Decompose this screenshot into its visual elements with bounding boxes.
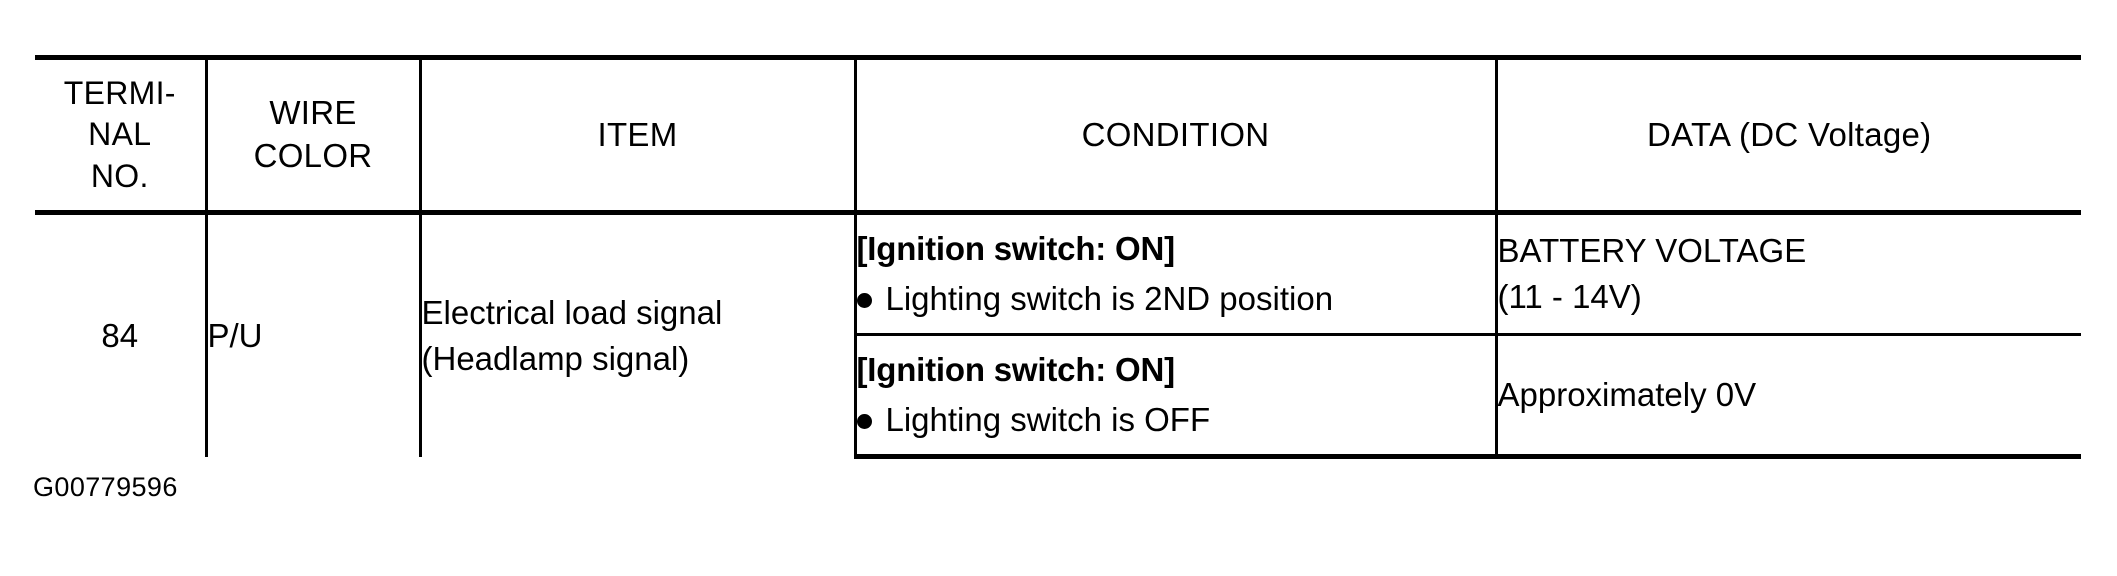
cell-data-1-line-1: BATTERY VOLTAGE <box>1497 232 1807 270</box>
condition-2-title: [Ignition switch: ON] <box>856 350 1176 388</box>
bullet-dot-icon <box>856 413 872 429</box>
column-header-terminal-no-line-1: TERMI- <box>63 74 176 111</box>
column-header-terminal-no-line-2: NAL <box>88 116 152 153</box>
table-row: [Ignition switch: ON] Lighting switch is… <box>35 334 2081 459</box>
column-header-data-label: DATA (DC Voltage) <box>1647 115 1932 153</box>
cell-item-line-1: Electrical load signal <box>421 293 723 331</box>
column-header-item: ITEM <box>418 55 855 215</box>
cell-wire-color: P/U <box>204 212 420 457</box>
cell-item-line-2: (Headlamp signal) <box>421 339 690 377</box>
cell-data-1-line-2: (11 - 14V) <box>1497 278 1642 315</box>
cell-condition-1: [Ignition switch: ON] Lighting switch is… <box>853 212 1496 336</box>
column-header-wire-color-line-2: COLOR <box>253 137 373 174</box>
column-header-terminal-no: TERMI- NAL NO. <box>35 55 206 215</box>
bullet-dot-icon <box>856 292 872 308</box>
figure-caption: G00779596 <box>33 472 178 502</box>
terminal-spec-table: TERMI- NAL NO. WIRE COLOR ITEM CONDITION… <box>35 55 2081 459</box>
condition-1-title: [Ignition switch: ON] <box>856 229 1176 267</box>
column-header-data: DATA (DC Voltage) <box>1494 55 2081 215</box>
cell-terminal-no: 84 <box>101 316 139 354</box>
table-row: 84 P/U Electrical load signal (Headlamp … <box>35 212 2081 457</box>
cell-item: Electrical load signal (Headlamp signal) <box>418 212 855 457</box>
table-header: TERMI- NAL NO. WIRE COLOR ITEM CONDITION… <box>35 55 2081 215</box>
cell-data-2-line-1: Approximately 0V <box>1497 376 1757 414</box>
column-header-condition-label: CONDITION <box>1081 115 1270 153</box>
condition-1-bullet-line: Lighting switch is 2ND position <box>856 278 1495 321</box>
cell-data-2: Approximately 0V <box>1494 334 2081 459</box>
table-header-row: TERMI- NAL NO. WIRE COLOR ITEM CONDITION… <box>35 55 2081 215</box>
condition-1-bullet-text: Lighting switch is 2ND position <box>885 280 1334 318</box>
condition-2-bullet-text: Lighting switch is OFF <box>885 401 1211 439</box>
column-header-condition: CONDITION <box>853 55 1496 215</box>
column-header-wire-color-line-1: WIRE <box>269 94 357 132</box>
column-header-terminal-no-line-3: NO. <box>90 157 149 194</box>
condition-2-bullet-line: Lighting switch is OFF <box>856 399 1495 442</box>
cell-data-1: BATTERY VOLTAGE (11 - 14V) <box>1494 212 2081 336</box>
table-body: 84 P/U Electrical load signal (Headlamp … <box>35 212 2081 459</box>
column-header-wire-color: WIRE COLOR <box>204 55 420 215</box>
column-header-item-label: ITEM <box>597 115 678 153</box>
cell-condition-2: [Ignition switch: ON] Lighting switch is… <box>853 334 1496 459</box>
